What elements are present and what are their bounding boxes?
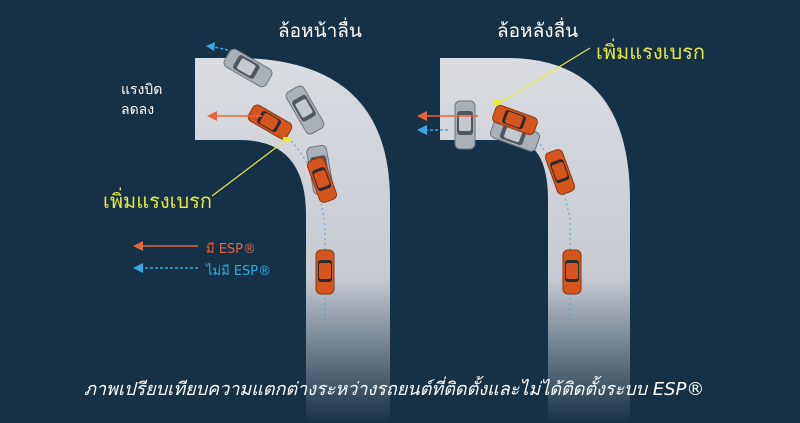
right-car-esp-3 xyxy=(562,249,582,295)
diagram-caption: ภาพเปรียบเทียบความแตกต่างระหว่างรถยนต์ที… xyxy=(84,379,705,400)
right-arrow-noesp xyxy=(417,125,448,135)
left-arrow-esp xyxy=(207,111,262,121)
legend-with-esp: มี ESP® xyxy=(206,242,257,257)
torque-note-line1: แรงบิด xyxy=(121,82,163,98)
right-arrow-esp xyxy=(417,111,478,121)
right-brake-label: เพิ่มแรงเบรก xyxy=(596,40,705,64)
torque-note-line2: ลดลง xyxy=(121,102,155,118)
right-road xyxy=(440,58,630,423)
right-car-noesp-1 xyxy=(454,100,476,150)
left-car-esp-3 xyxy=(315,249,335,295)
left-brake-callout-line xyxy=(211,139,287,197)
right-brake-highlight xyxy=(493,100,501,105)
right-brake-callout-line xyxy=(499,47,591,104)
legend-line-noesp xyxy=(133,263,198,273)
legend-without-esp: ไม่มี ESP® xyxy=(206,264,272,279)
right-panel-title: ล้อหลังลื่น xyxy=(497,20,579,42)
legend-line-esp xyxy=(133,241,198,251)
left-arrow-noesp xyxy=(206,42,229,51)
left-brake-label: เพิ่มแรงเบรก xyxy=(103,189,212,213)
left-panel-title: ล้อหน้าลื่น xyxy=(278,20,362,42)
left-road xyxy=(195,58,390,423)
left-brake-highlight xyxy=(283,137,291,142)
